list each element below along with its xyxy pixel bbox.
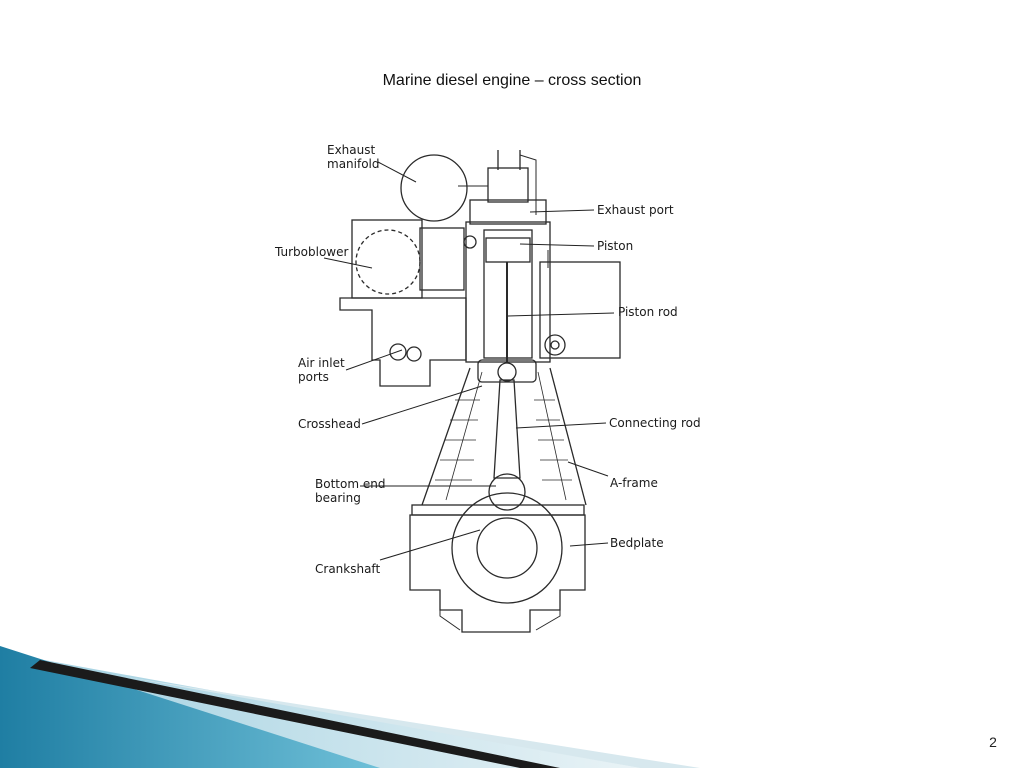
leader-connecting-rod	[515, 422, 607, 429]
a-frame-left	[421, 367, 471, 506]
sump-bottom	[439, 590, 561, 631]
label-crosshead: Crosshead	[298, 417, 361, 431]
label-bottom-end-line1: Bottom end	[315, 477, 385, 491]
a-frame-ribs	[435, 399, 572, 481]
leader-piston	[519, 243, 595, 247]
label-turboblower: Turboblower	[274, 245, 348, 259]
label-bedplate: Bedplate	[610, 536, 664, 550]
page-number: 2	[989, 734, 997, 750]
leader-crosshead	[361, 385, 483, 425]
label-piston: Piston	[597, 239, 633, 253]
leader-exhaust-port	[529, 209, 595, 213]
label-connecting-rod: Connecting rod	[609, 416, 701, 430]
crankshaft-circle	[451, 492, 563, 604]
slide-title: Marine diesel engine – cross section	[382, 72, 642, 89]
label-a-frame: A-frame	[610, 476, 658, 490]
leader-bedplate	[569, 542, 609, 547]
leader-lines	[323, 161, 615, 561]
camshaft-housing	[539, 261, 621, 359]
air-inlet-port-1	[389, 343, 407, 361]
crankshaft-inner	[476, 517, 538, 579]
engine-drawing	[339, 150, 621, 633]
scavenge-air-box	[339, 297, 467, 387]
label-air-inlet-line1: Air inlet	[298, 356, 345, 370]
leader-air-inlet	[345, 349, 403, 371]
label-air-inlet-line2: ports	[298, 370, 329, 384]
exhaust-manifold-circle	[400, 154, 468, 222]
bedplate-ledge	[411, 504, 585, 516]
footer-dark-stripe	[30, 660, 560, 768]
air-inlet-port-2	[406, 346, 422, 362]
label-bottom-end-line2: bearing	[315, 491, 361, 505]
label-exhaust-port: Exhaust port	[597, 203, 674, 217]
leader-a-frame	[567, 461, 609, 477]
label-piston-rod: Piston rod	[618, 305, 678, 319]
label-exhaust-manifold-line1: Exhaust	[327, 143, 376, 157]
label-crankshaft: Crankshaft	[315, 562, 380, 576]
leader-piston-rod	[507, 312, 615, 317]
label-exhaust-manifold-line2: manifold	[327, 157, 380, 171]
exhaust-valve-housing	[487, 167, 529, 203]
a-frame-inner-left	[445, 371, 483, 501]
crankpin	[488, 473, 526, 511]
leader-exhaust-manifold	[377, 161, 417, 183]
diagram-labels: Exhaust manifold Turboblower Air inlet p…	[274, 143, 701, 576]
a-frame-inner-right	[537, 371, 567, 501]
connecting-rod	[493, 379, 521, 479]
leader-turboblower	[323, 257, 373, 269]
leader-crankshaft	[379, 529, 481, 561]
crosshead-pin	[497, 362, 517, 382]
footer-light-stripe	[120, 676, 700, 768]
a-frame-right	[549, 367, 587, 506]
